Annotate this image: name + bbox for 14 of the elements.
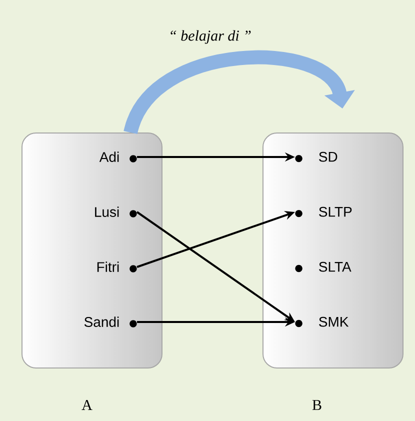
element-label: SD [295, 152, 338, 162]
element-label: Fitri [97, 262, 137, 272]
group-box [22, 132, 162, 368]
edge-label: “ belajar di ” [170, 30, 251, 44]
element-label: Adi [99, 152, 137, 162]
element-label: Lusi [95, 206, 137, 218]
set-label: A [82, 400, 92, 410]
curved-arrow [124, 50, 355, 135]
set-label: B [312, 400, 322, 410]
group-box [262, 132, 404, 368]
element-label: SMK [295, 316, 349, 328]
element-label: Sandi [84, 316, 137, 328]
element-label: SLTA [295, 262, 352, 272]
element-label: SLTP [295, 206, 352, 218]
